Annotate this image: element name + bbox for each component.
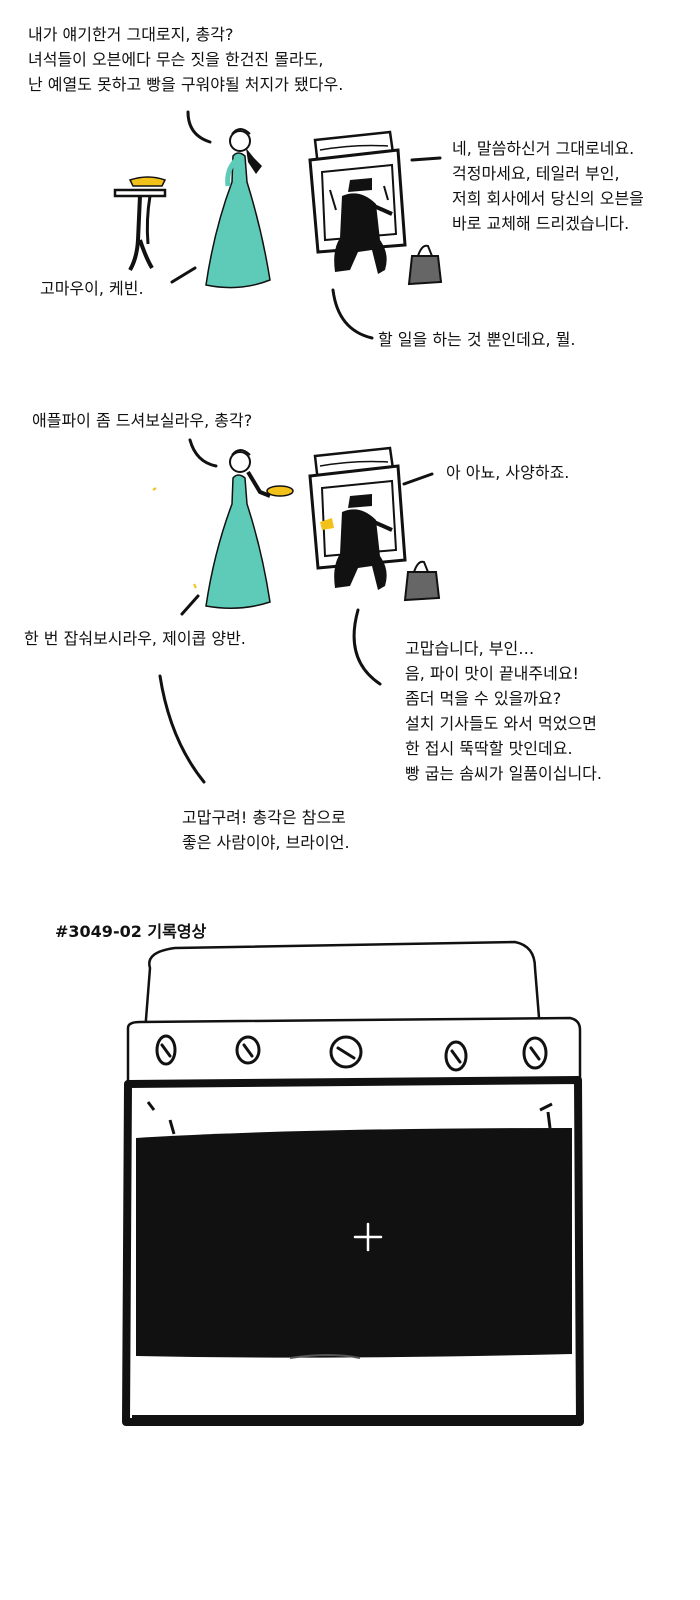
pie-stand-icon — [113, 176, 167, 272]
oven-with-installer-2 — [308, 446, 407, 590]
lady-figure-2 — [152, 449, 294, 609]
toolbox-icon — [407, 244, 443, 286]
toolbox-icon-2 — [403, 560, 441, 602]
speech-tail-lines-1 — [170, 110, 442, 340]
lady-figure-1 — [205, 128, 271, 289]
lady-reply: 고맙구려! 총각은 참으로 좋은 사람이야, 브라이언. — [182, 808, 350, 852]
oven-with-installer-1 — [308, 130, 407, 274]
sparkle-icon — [353, 1222, 383, 1252]
installer-reply: 할 일을 하는 것 뿐인데요, 뭘. — [378, 330, 576, 349]
lady-thanks: 고마우이, 케빈. — [40, 279, 144, 298]
lady-offer: 애플파이 좀 드셔보실라우, 총각? — [32, 411, 253, 430]
installer-decline: 아 아뇨, 사양하죠. — [446, 463, 570, 482]
record-caption: #3049-02 기록영상 — [55, 922, 207, 941]
installer-speech-1: 네, 말씀하신거 그대로네요. 걱정마세요, 테일러 부인, 저희 회사에서 당… — [452, 139, 644, 233]
lady-speech-1: 내가 얘기한거 그대로지, 총각? 녀석들이 오븐에다 무슨 짓을 한건진 몰라… — [28, 25, 344, 94]
lady-insist: 한 번 잡숴보시라우, 제이콥 양반. — [24, 629, 246, 648]
speech-tail-lines-2 — [158, 438, 434, 784]
installer-praise: 고맙습니다, 부인… 음, 파이 맛이 끝내주네요! 좀더 먹을 수 있을까요?… — [405, 639, 602, 783]
oven-footage — [122, 940, 584, 1426]
